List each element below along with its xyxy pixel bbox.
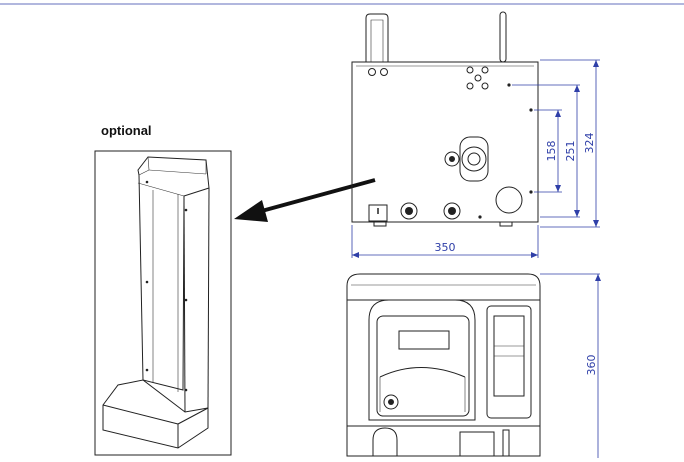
- dimension-158: 158: [545, 141, 558, 162]
- optional-label: optional: [101, 123, 152, 138]
- dimensions-rear: [351, 59, 600, 258]
- dimension-251: 251: [564, 141, 577, 162]
- optional-stand-view: [94, 150, 232, 456]
- dimension-324: 324: [583, 133, 596, 154]
- rear-view: [351, 11, 539, 227]
- dimension-350: 350: [435, 241, 456, 254]
- dimension-360: 360: [585, 355, 598, 376]
- pointer-arrow: [234, 178, 376, 222]
- front-view: [346, 273, 541, 457]
- dimensions-front: [540, 273, 601, 458]
